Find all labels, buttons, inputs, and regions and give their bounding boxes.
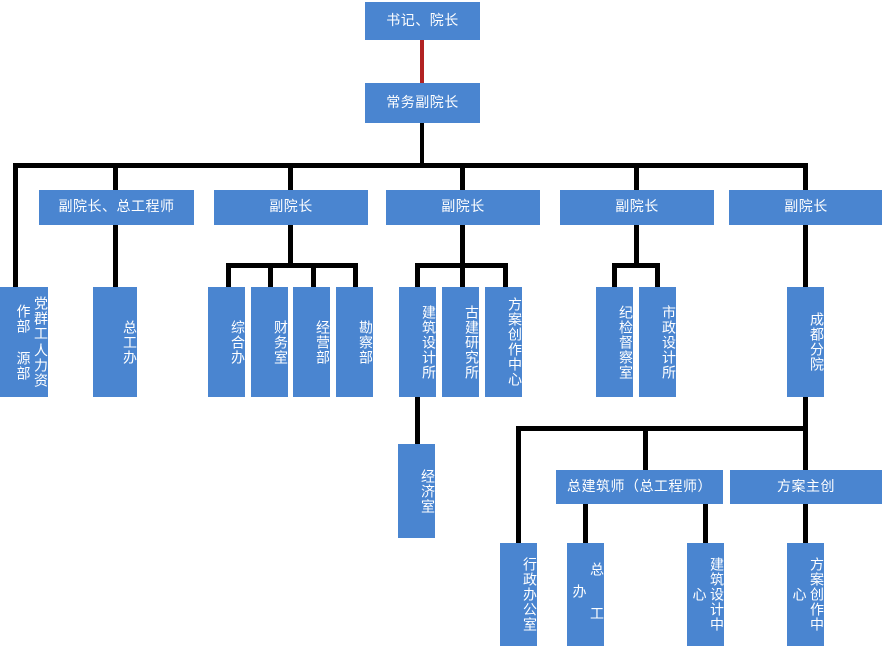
connector-vp2-drop — [288, 225, 293, 265]
node-chief-engineer-office[interactable]: 总工办 — [93, 287, 137, 397]
node-hr-and-party-box[interactable]: 人力资源部 党群工作部 — [0, 287, 48, 397]
connector-vp4-to-municipal-design — [655, 263, 660, 287]
connector-scheme-lead-to-scheme-center — [803, 504, 808, 543]
node-operations-dept[interactable]: 经营部 — [293, 287, 330, 397]
main-horizontal-bus — [13, 163, 807, 168]
connector-arch-design-to-economics — [415, 396, 420, 446]
connector-bus-to-vp-3 — [460, 163, 465, 190]
connector-chengdu-to-chief-architect — [643, 426, 648, 470]
node-scheme-creation-center[interactable]: 方案创作中心 — [485, 287, 522, 397]
node-finance-office[interactable]: 财务室 — [251, 287, 288, 397]
connector-vp5-to-chengdu-branch — [803, 225, 808, 287]
node-chengdu-branch[interactable]: 成都分院 — [787, 287, 824, 397]
node-general-office[interactable]: 综合办 — [208, 287, 245, 397]
connector-chief-architect-to-arch-design-center — [703, 504, 708, 543]
node-executive-vice-president[interactable]: 常务副院长 — [365, 83, 480, 123]
node-vp-3[interactable]: 副院长 — [386, 190, 540, 225]
node-architecture-design-institute[interactable]: 建筑设计所 — [399, 287, 436, 397]
node-branch-architecture-design-center[interactable]: 建筑设计中心 — [687, 543, 724, 646]
connector-vp2-to-finance — [268, 263, 273, 287]
connector-chengdu-bus — [516, 426, 808, 431]
connector-vp2-to-operations — [311, 263, 316, 287]
node-root[interactable]: 书记、院长 — [365, 2, 480, 40]
connector-vp4-drop — [634, 225, 639, 265]
node-vp-chief-engineer[interactable]: 副院长、总工程师 — [39, 190, 194, 225]
node-branch-chief-engineer-office[interactable]: 总 工 办 — [567, 543, 604, 646]
connector-vp1-to-chief-eng-office — [113, 225, 118, 287]
node-party-label: 党群工作部 — [14, 296, 49, 341]
node-hr-label: 人力资源部 — [14, 343, 49, 388]
node-vp-4[interactable]: 副院长 — [560, 190, 714, 225]
connector-vp2-to-survey — [353, 263, 358, 287]
connector-vp2-to-general-office — [226, 263, 231, 287]
node-ancient-architecture-institute[interactable]: 古建研究所 — [442, 287, 479, 397]
connector-chengdu-to-scheme-lead — [803, 426, 808, 470]
node-municipal-design-institute[interactable]: 市政设计所 — [639, 287, 676, 397]
node-discipline-inspection-office[interactable]: 纪检督察室 — [596, 287, 633, 397]
node-chief-architect[interactable]: 总建筑师（总工程师） — [556, 470, 723, 504]
node-economics-office[interactable]: 经济室 — [398, 444, 435, 538]
connector-bus-to-vp-1 — [113, 163, 118, 190]
connector-bus-to-vp-5 — [803, 163, 808, 190]
connector-chengdu-to-admin-office — [516, 426, 521, 543]
connector-vp3-to-scheme-center — [503, 263, 508, 287]
node-branch-admin-office[interactable]: 行政办公室 — [500, 543, 537, 646]
connector-vp3-to-ancient-arch — [460, 263, 465, 287]
connector-vp3-to-arch-design — [415, 263, 420, 287]
connector-bus-to-vp-4 — [634, 163, 639, 190]
connector-vp2-bus — [226, 263, 358, 268]
connector-bus-to-vp-2 — [288, 163, 293, 190]
connector-root-to-executive — [420, 38, 424, 84]
node-scheme-lead[interactable]: 方案主创 — [730, 470, 882, 504]
node-vp-5[interactable]: 副院长 — [729, 190, 882, 225]
connector-vp4-bus — [612, 263, 660, 268]
node-branch-scheme-creation-center[interactable]: 方案创作中心 — [787, 543, 824, 646]
connector-chengdu-drop — [803, 396, 808, 430]
connector-bus-to-hr-party — [13, 163, 18, 287]
node-survey-dept[interactable]: 勘察部 — [336, 287, 373, 397]
connector-executive-drop — [420, 121, 424, 165]
connector-vp4-to-discipline — [612, 263, 617, 287]
connector-vp3-drop — [460, 225, 465, 265]
node-vp-2[interactable]: 副院长 — [214, 190, 368, 225]
connector-chief-architect-to-chief-eng-office — [583, 504, 588, 543]
